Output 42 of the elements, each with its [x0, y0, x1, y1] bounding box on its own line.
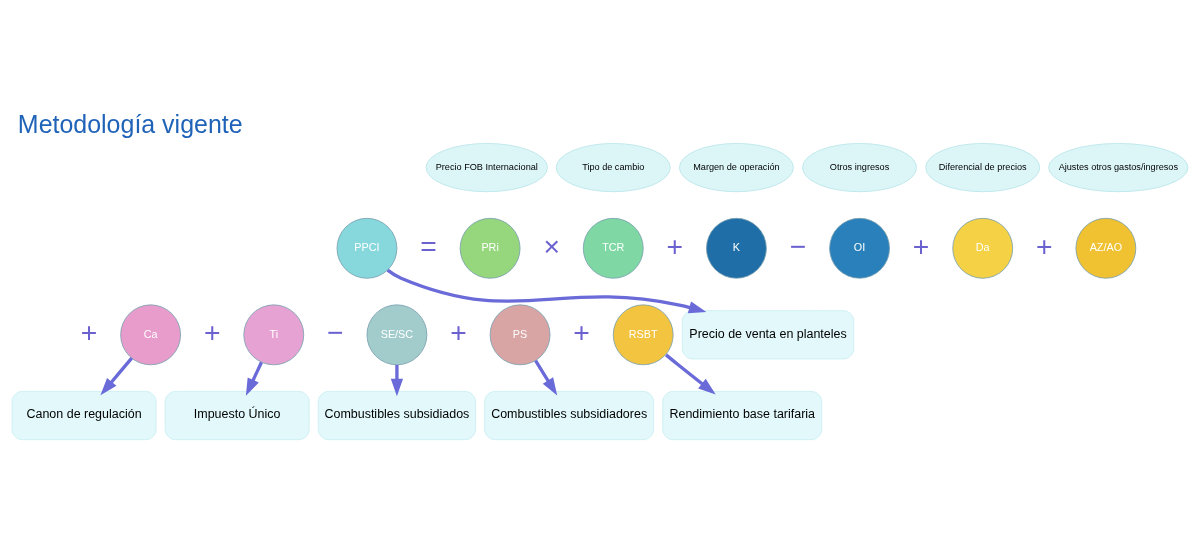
node-box: Canon de regulación [11, 390, 157, 440]
node-ellipse: Ajustes otros gastos/ingresos [1048, 142, 1189, 192]
arrow [245, 361, 263, 396]
label: − [789, 229, 807, 262]
node-circle: PPCI [336, 217, 398, 279]
arrow [100, 356, 133, 395]
node-box: Combustibles subsidiadores [484, 390, 655, 440]
label: + [666, 229, 684, 262]
node-circle: TCR [582, 217, 644, 279]
node-box: Impuesto Único [164, 390, 310, 440]
node-circle: SE/SC [366, 303, 428, 365]
node-ellipse: Margen de operación [679, 142, 794, 192]
label: × [543, 229, 560, 262]
arrow [665, 353, 716, 394]
node-circle: K [706, 217, 767, 279]
node-ellipse: Diferencial de precios [925, 142, 1041, 192]
node-ellipse: Tipo de cambio [555, 142, 671, 192]
node-circle: RSBT [612, 303, 674, 365]
arrow [390, 364, 404, 396]
label: + [573, 315, 590, 348]
label: − [327, 315, 344, 348]
node-ellipse: Otros ingresos [802, 142, 917, 192]
label: + [912, 229, 930, 262]
label: + [450, 315, 467, 348]
diagram-title: Metodología vigente [17, 109, 243, 138]
arrow [386, 268, 707, 313]
label: + [1036, 229, 1053, 262]
label: + [80, 315, 98, 348]
node-circle: PRi [459, 217, 521, 279]
node-box: Precio de venta en planteles [681, 309, 855, 359]
node-circle: AZ/AO [1075, 217, 1137, 279]
label: + [203, 315, 221, 348]
node-circle: Ca [120, 303, 181, 365]
node-circle: Ti [243, 303, 305, 365]
node-box: Rendimiento base tarifaria [662, 390, 823, 440]
node-circle: PS [489, 303, 551, 365]
node-box: Combustibles subsidiados [317, 390, 476, 440]
node-circle: Da [952, 217, 1014, 279]
arrow [534, 359, 558, 395]
label: = [420, 229, 437, 262]
node-ellipse: Precio FOB Internacional [425, 142, 548, 192]
node-circle: OI [829, 217, 890, 279]
